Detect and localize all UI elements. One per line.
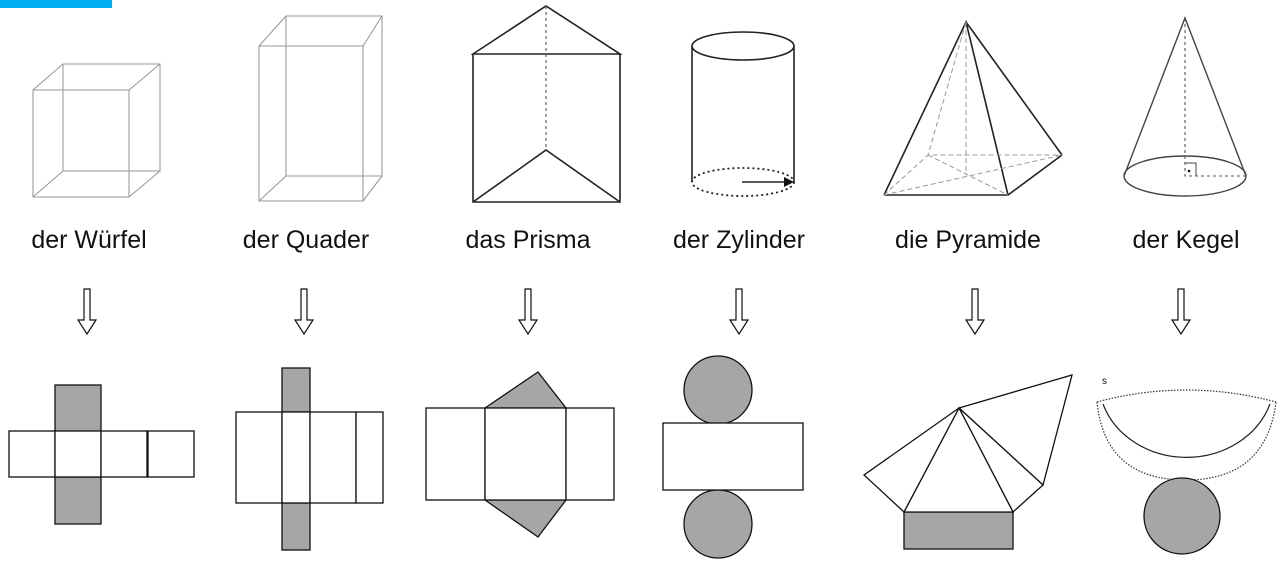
pyramid-net <box>862 374 1073 550</box>
cuboid-solid-drawing <box>258 15 383 202</box>
arrow-down-icon-cuboid <box>293 288 315 336</box>
cone-solid-drawing <box>1123 16 1247 197</box>
accent-bar <box>0 0 112 8</box>
cube-net <box>8 384 195 525</box>
arrow-down-icon-prism <box>517 288 539 336</box>
label-cuboid: der Quader <box>242 226 370 254</box>
cylinder-net <box>662 355 804 559</box>
cone-net-slant-label: s <box>1102 376 1107 387</box>
cylinder-solid-drawing <box>691 31 795 197</box>
label-prism: das Prisma <box>465 226 591 254</box>
prism-solid-drawing <box>470 5 623 203</box>
arrow-down-icon-cube <box>76 288 98 336</box>
arrow-down-icon-cylinder <box>728 288 750 336</box>
label-cylinder: der Zylinder <box>673 226 805 254</box>
cuboid-net <box>235 367 384 551</box>
prism-net <box>425 371 615 538</box>
label-cone: der Kegel <box>1132 226 1240 254</box>
label-pyramid: die Pyramide <box>895 226 1041 254</box>
arrow-down-icon-pyramid <box>964 288 986 336</box>
cone-net <box>1096 389 1277 555</box>
pyramid-solid-drawing <box>883 19 1063 196</box>
label-cube: der Würfel <box>31 226 147 254</box>
cube-solid-drawing <box>32 63 161 198</box>
arrow-down-icon-cone <box>1170 288 1192 336</box>
